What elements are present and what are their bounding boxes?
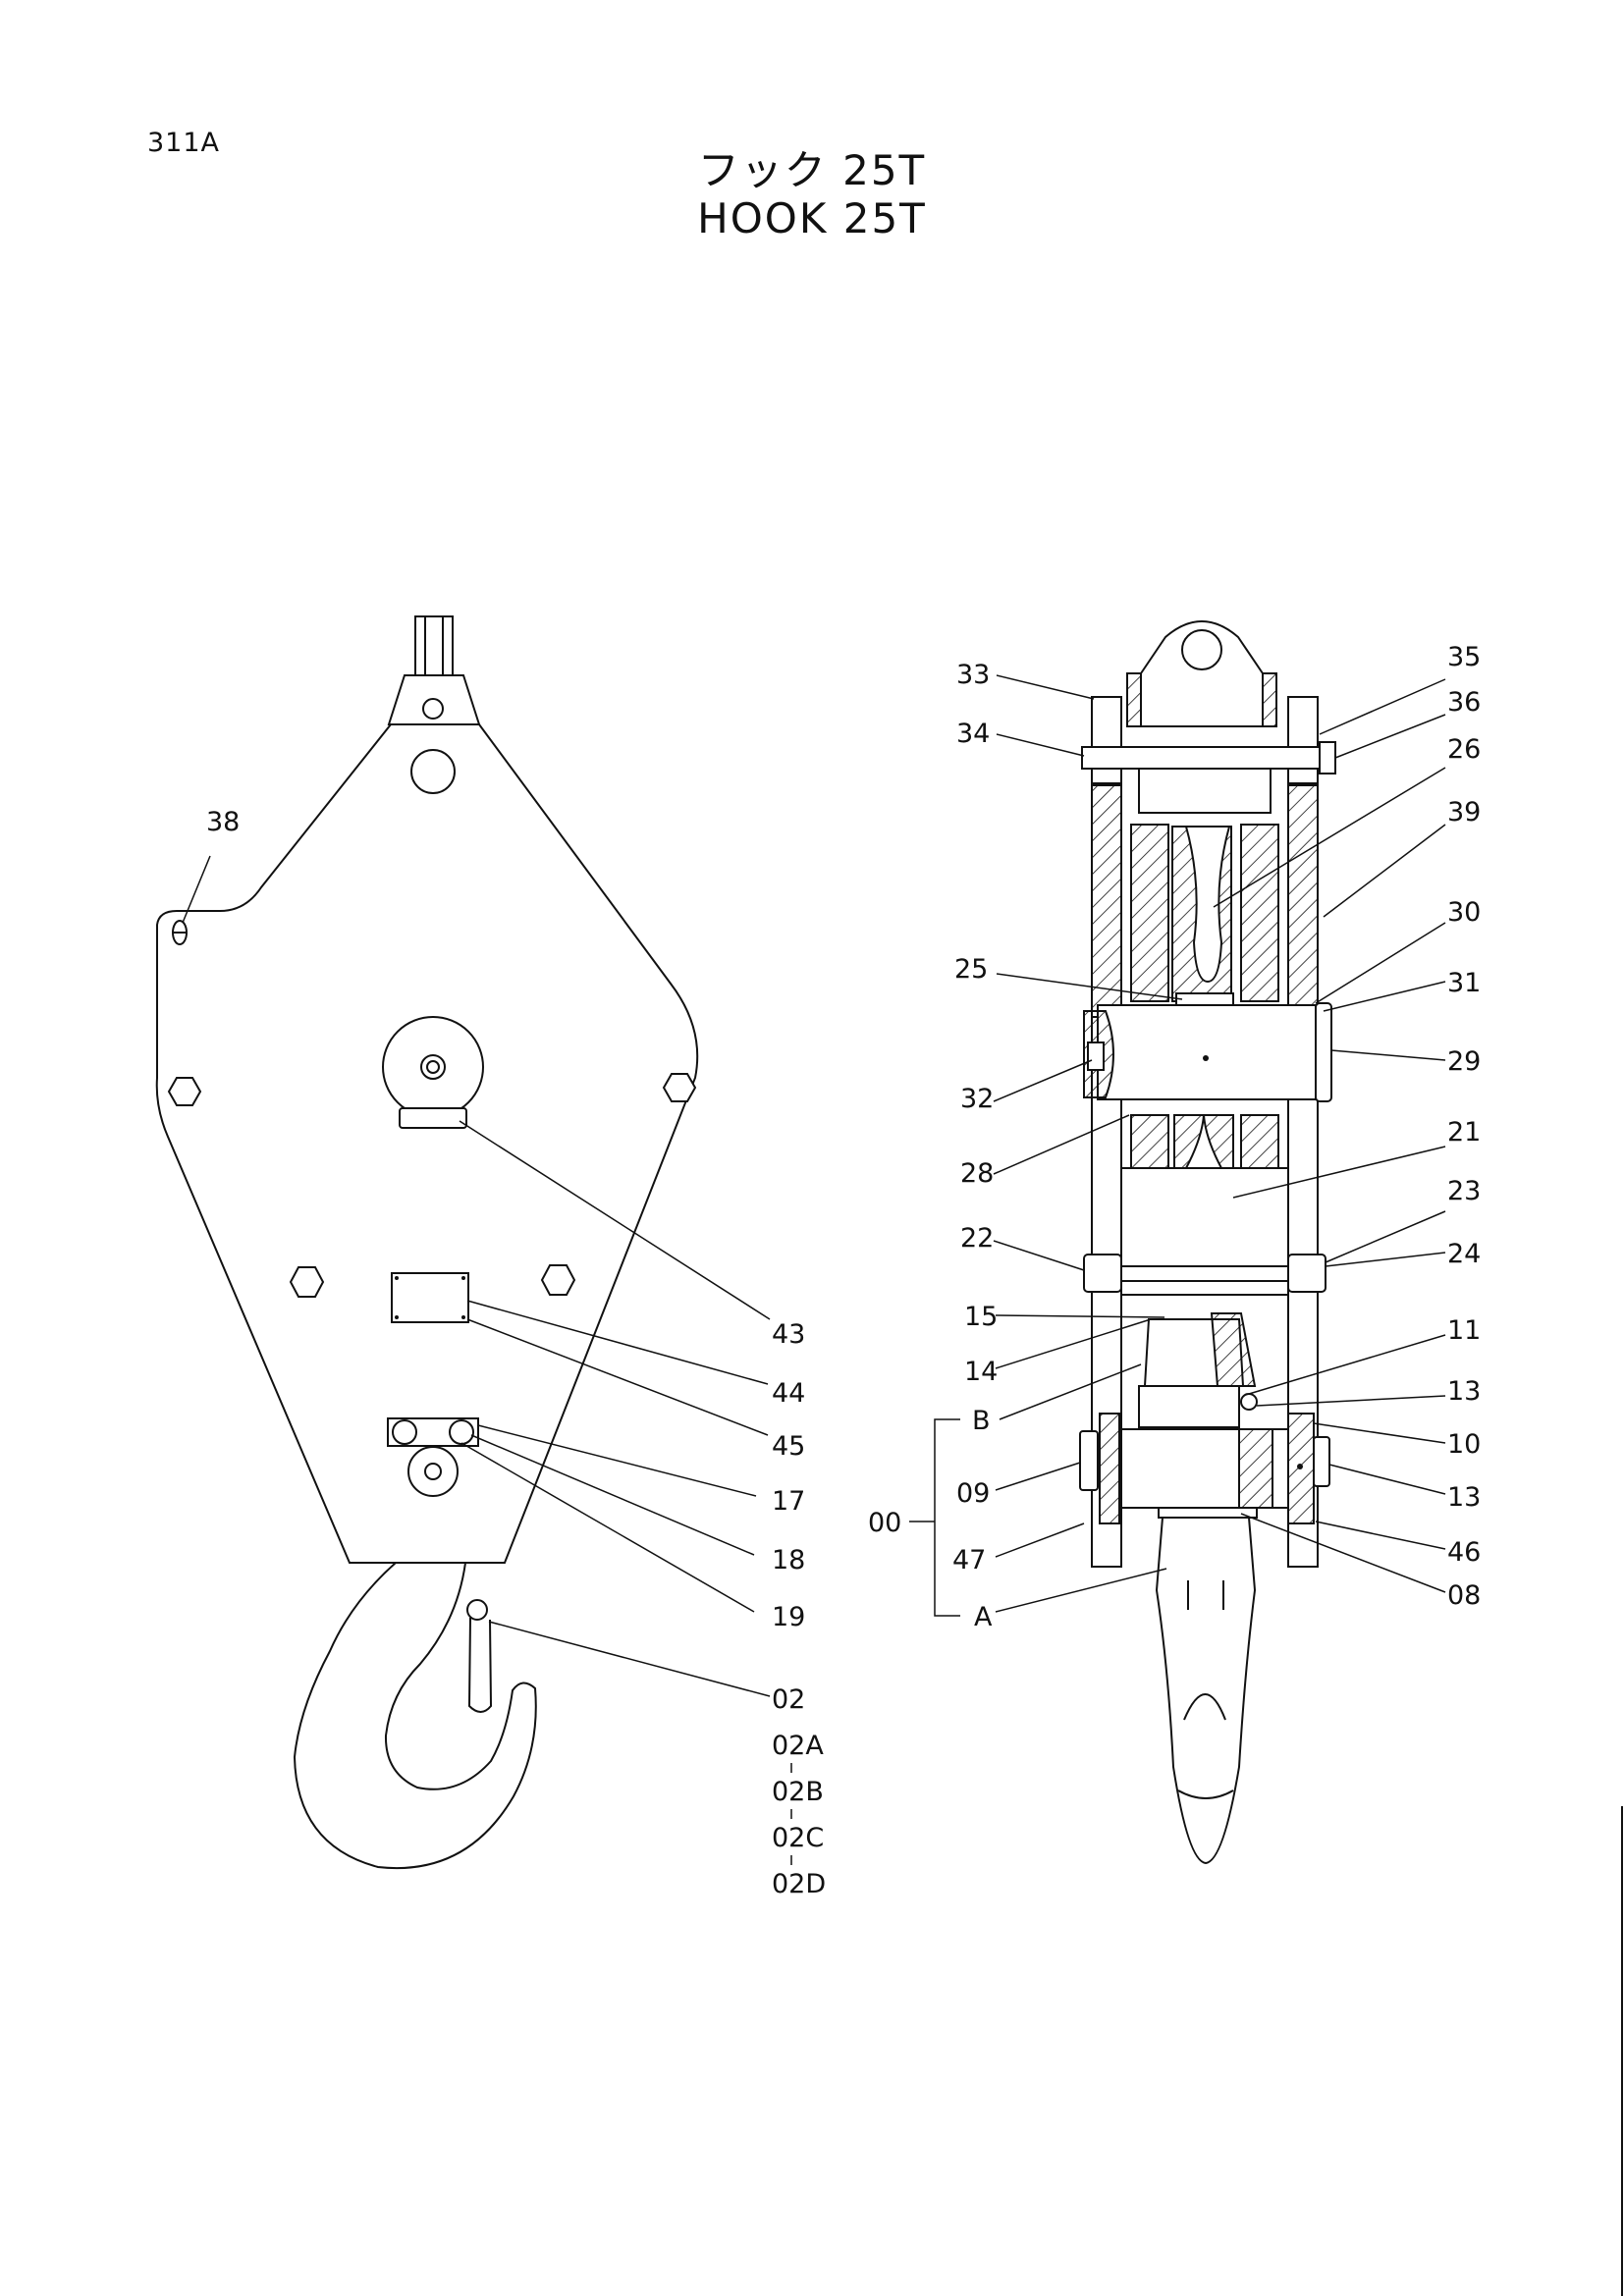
- front-view: [155, 615, 699, 1869]
- callout-B: B: [972, 1406, 991, 1436]
- callout-21: 21: [1447, 1117, 1481, 1148]
- callout-10: 10: [1447, 1429, 1481, 1460]
- callout-17: 17: [772, 1486, 805, 1517]
- callout-33: 33: [956, 660, 990, 690]
- callout-25: 25: [954, 954, 988, 985]
- callout-39: 39: [1447, 797, 1481, 828]
- callout-13-lower: 13: [1447, 1482, 1481, 1513]
- callout-22: 22: [960, 1223, 994, 1254]
- callout-30: 30: [1447, 897, 1481, 928]
- callout-29: 29: [1447, 1046, 1481, 1077]
- page-number: 311A: [147, 128, 221, 158]
- hook: [293, 1562, 537, 1869]
- callout-26: 26: [1447, 734, 1481, 765]
- top-shackle: [387, 615, 481, 725]
- callout-14: 14: [964, 1357, 998, 1387]
- variant-02A: 02A: [772, 1731, 824, 1761]
- callout-02: 02: [772, 1684, 805, 1715]
- callout-47: 47: [952, 1545, 986, 1575]
- variant-02D: 02D: [772, 1869, 826, 1899]
- callout-23: 23: [1447, 1176, 1481, 1206]
- callout-28: 28: [960, 1158, 994, 1189]
- variant-02B: 02B: [772, 1777, 824, 1807]
- callout-09: 09: [956, 1478, 990, 1509]
- callout-45: 45: [772, 1431, 805, 1462]
- callout-38: 38: [206, 807, 240, 837]
- title-japanese: フック 25T: [697, 146, 927, 194]
- callout-18: 18: [772, 1545, 805, 1575]
- callout-44: 44: [772, 1378, 805, 1409]
- callout-43: 43: [772, 1319, 805, 1350]
- callout-31: 31: [1447, 968, 1481, 998]
- callout-08: 08: [1447, 1580, 1481, 1611]
- callout-A: A: [974, 1602, 993, 1632]
- callout-36: 36: [1447, 687, 1481, 718]
- callout-24: 24: [1447, 1239, 1481, 1269]
- callout-19: 19: [772, 1602, 805, 1632]
- callout-15: 15: [964, 1302, 998, 1332]
- callout-34: 34: [956, 719, 990, 749]
- variant-02C: 02C: [772, 1823, 824, 1853]
- callout-32: 32: [960, 1084, 994, 1114]
- callout-35: 35: [1447, 642, 1481, 672]
- side-view: [1079, 620, 1336, 1865]
- title-english: HOOK 25T: [697, 194, 927, 242]
- side-plate: [155, 723, 699, 1564]
- callout-labels: 38 43 44 45 17 18 19 02 02A 02B 02C 02D …: [206, 642, 1481, 1899]
- leader-lines: [182, 674, 1446, 1865]
- callout-11: 11: [1447, 1315, 1481, 1346]
- callout-00: 00: [868, 1508, 901, 1538]
- callout-46: 46: [1447, 1537, 1481, 1568]
- callout-13-upper: 13: [1447, 1376, 1481, 1407]
